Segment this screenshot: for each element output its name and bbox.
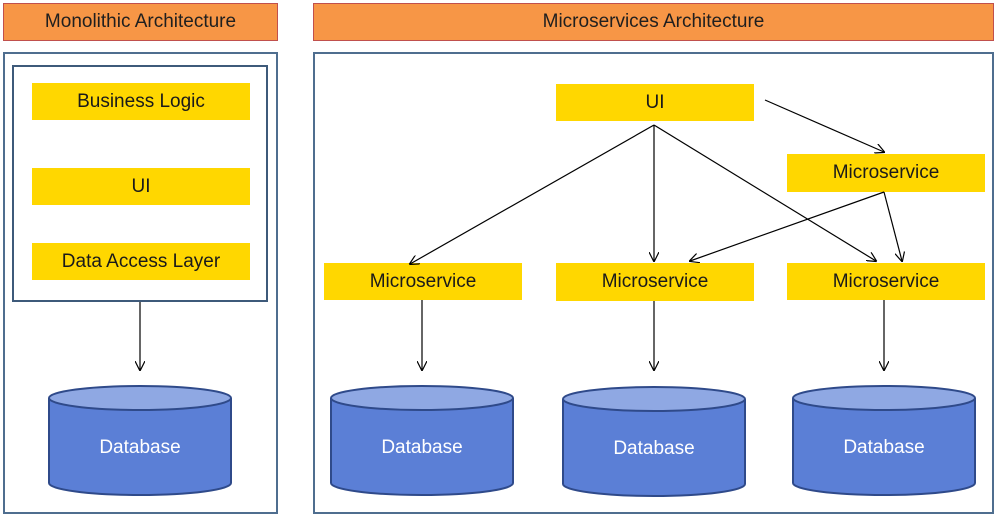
microservice-box-left: Microservice [324,263,522,300]
arrow-ui-to-left-service [410,124,655,264]
microservices-title: Microservices Architecture [313,3,994,41]
database-cylinder-left: Database [330,385,514,496]
data-access-layer-box: Data Access Layer [32,243,250,280]
microservices-ui-box: UI [556,84,754,121]
database-cylinder-monolith: Database [48,385,232,496]
arrow-ui-to-top-service [764,99,884,152]
monolith-application-frame [12,65,268,302]
database-label: Database [99,437,180,458]
monolith-title: Monolithic Architecture [3,3,278,41]
arrow-top-to-right-service [883,191,902,261]
database-label: Database [381,437,462,458]
ui-box: UI [32,168,250,205]
microservice-box-right: Microservice [787,263,985,300]
database-cylinder-right: Database [792,385,976,496]
arrow-ui-to-right-service [653,124,876,261]
microservice-box-top: Microservice [787,154,985,192]
database-label: Database [613,438,694,459]
database-cylinder-center: Database [562,386,746,497]
database-label: Database [843,437,924,458]
business-logic-box: Business Logic [32,83,250,120]
microservice-box-center: Microservice [556,263,754,301]
arrow-top-to-center-service [690,191,885,261]
